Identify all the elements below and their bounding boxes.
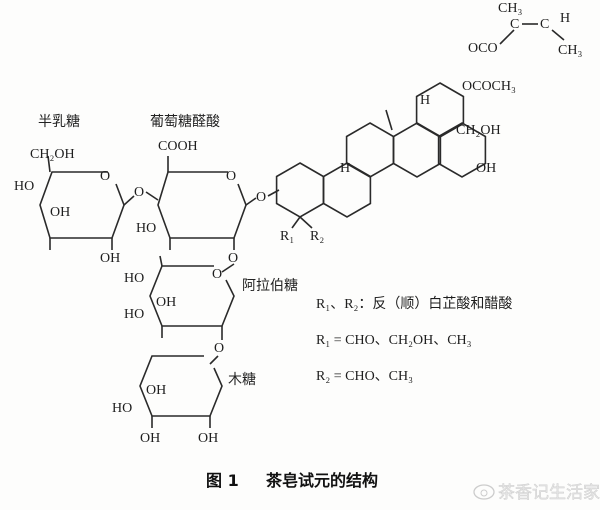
h-label: H bbox=[340, 161, 350, 176]
ch3-label: CH₃ bbox=[498, 1, 522, 16]
ring-oxygen: O bbox=[100, 169, 110, 184]
ring-e bbox=[415, 82, 465, 138]
ch2oh-label: CH₂OH bbox=[30, 147, 75, 162]
oh-label: OH bbox=[156, 295, 176, 310]
ho-label: HO bbox=[136, 221, 156, 236]
ho-label: HO bbox=[124, 271, 144, 286]
ring-c bbox=[345, 122, 395, 178]
legend-line-1: R₁、R₂：反（顺）白芷酸和醋酸 bbox=[316, 296, 512, 312]
glycosidic-oxygen: O bbox=[134, 185, 144, 200]
watermark-text: 茶香记生活家 bbox=[498, 483, 600, 503]
oco-label: OCO bbox=[468, 41, 498, 56]
legend-line-3: R₂ = CHO、CH₃ bbox=[316, 369, 413, 384]
h-label: H bbox=[560, 11, 570, 26]
ho-label: HO bbox=[112, 401, 132, 416]
oh-label: OH bbox=[146, 383, 166, 398]
oh-label: OH bbox=[140, 431, 160, 446]
oh-label: OH bbox=[476, 161, 496, 176]
ring-oxygen: O bbox=[212, 267, 222, 282]
aglycone-link-oxygen: O bbox=[256, 190, 266, 205]
ho-label: HO bbox=[124, 307, 144, 322]
galactose-ring: O CH₂OH HO OH OH 半乳糖 bbox=[14, 114, 135, 266]
figure-number: 图 1 bbox=[206, 471, 239, 490]
double-bond bbox=[385, 109, 393, 131]
cooh-label: COOH bbox=[158, 139, 198, 154]
link-oxygen: O bbox=[214, 341, 224, 356]
r1-label: R₁ bbox=[280, 229, 294, 244]
ring-a bbox=[275, 162, 325, 218]
legend-line-2: R₁ = CHO、CH₂OH、CH₃ bbox=[316, 333, 472, 348]
link-oxygen: O bbox=[228, 251, 238, 266]
oh-label: OH bbox=[100, 251, 120, 266]
ch3-label: CH₃ bbox=[558, 43, 582, 58]
h-label: H bbox=[420, 93, 430, 108]
ococh3-label: OCOCH₃ bbox=[462, 79, 516, 94]
ho-label: HO bbox=[14, 179, 34, 194]
carbon-label: C bbox=[510, 17, 519, 32]
oh-label: OH bbox=[198, 431, 218, 446]
ring-oxygen: O bbox=[226, 169, 236, 184]
carbon-label: C bbox=[540, 17, 549, 32]
ring-e-lower bbox=[437, 122, 487, 178]
figure-title: 茶皂试元的结构 bbox=[265, 471, 378, 490]
weibo-logo-icon bbox=[473, 484, 495, 500]
oh-label: OH bbox=[50, 205, 70, 220]
ring-d bbox=[392, 122, 442, 178]
glucuronic-acid-ring: O COOH HO O 葡萄糖醛酸 bbox=[136, 114, 257, 266]
arabinose-ring: O HO OH HO O 阿拉伯糖 bbox=[124, 255, 298, 356]
ch2oh-label: CH₂OH bbox=[456, 123, 501, 138]
xylose-ring: HO OH OH OH 木糖 bbox=[112, 355, 256, 446]
galactose-label: 半乳糖 bbox=[38, 114, 80, 130]
xylose-label: 木糖 bbox=[228, 372, 256, 388]
r2-label: R₂ bbox=[310, 229, 324, 244]
glucuronic-acid-label: 葡萄糖醛酸 bbox=[150, 114, 220, 130]
arabinose-label: 阿拉伯糖 bbox=[242, 278, 298, 294]
aglycone-rings bbox=[275, 82, 487, 218]
